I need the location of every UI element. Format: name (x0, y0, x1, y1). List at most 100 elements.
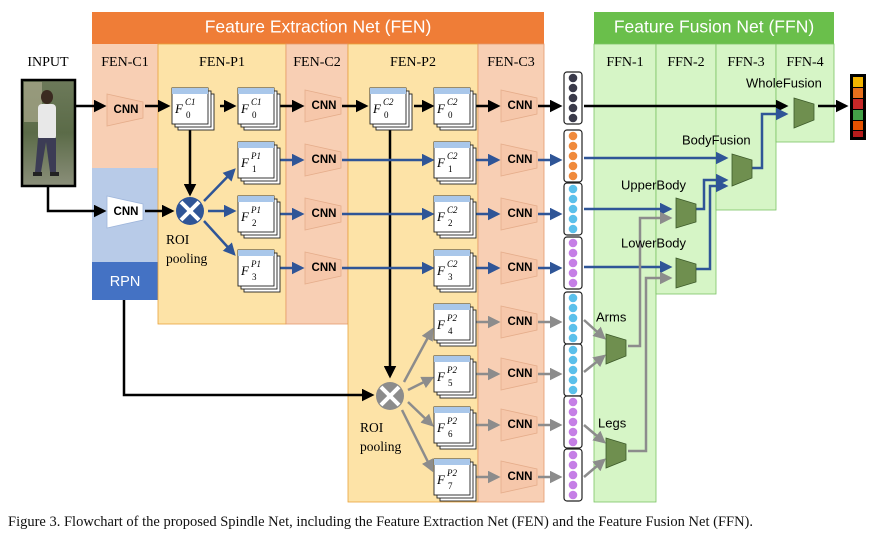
vector-element (568, 151, 578, 161)
svg-text:CNN: CNN (114, 104, 139, 116)
feature-label-sup: C2 (447, 97, 458, 107)
feature-label-sub: 2 (252, 218, 257, 228)
cnn-block-c3-1: CNN (500, 143, 538, 177)
feature-label: F (436, 155, 446, 170)
label-lowerbody: LowerBody (621, 235, 687, 250)
svg-text:CNN: CNN (508, 208, 533, 220)
cnn-block-c3-2: CNN (500, 197, 538, 231)
vector-element (568, 417, 578, 427)
feature-label-sup: C2 (383, 97, 394, 107)
col-fen-c2: FEN-C2 (293, 55, 340, 70)
figure-caption: Figure 3. Flowchart of the proposed Spin… (8, 514, 753, 530)
fusion-units (605, 97, 815, 469)
feature-label-sup: P1 (250, 259, 261, 269)
vector-element (568, 113, 578, 123)
col-fen-p2: FEN-P2 (390, 55, 436, 70)
vector-element (568, 103, 578, 113)
gray-arrows (400, 211, 673, 484)
vector-part-4 (563, 291, 583, 345)
feature-label-sub: 7 (448, 481, 453, 491)
feature-label-sub: 5 (448, 378, 453, 388)
vector-element (568, 141, 578, 151)
feature-label-sup: C2 (447, 205, 458, 215)
vector-element (568, 258, 578, 268)
feature-label-sup: P2 (446, 468, 457, 478)
feature-label-sub: 6 (448, 429, 453, 439)
vector-element (568, 73, 578, 83)
vector-element (568, 365, 578, 375)
fusion-whole (793, 97, 815, 129)
vector-element (568, 238, 578, 248)
input-image (20, 78, 77, 188)
feature-label-sub: 3 (252, 272, 257, 282)
roi-label-2-line2: pooling (360, 439, 402, 454)
label-bodyfusion: BodyFusion (682, 132, 751, 147)
cnn-block-c3-3: CNN (500, 251, 538, 285)
feature-label-sup: P2 (446, 313, 457, 323)
vector-element (568, 333, 578, 343)
cnn-block-c1: CNN (106, 93, 144, 127)
feature-label: F (436, 369, 446, 384)
svg-text:CNN: CNN (312, 154, 337, 166)
feature-label-sup: P2 (446, 365, 457, 375)
vector-element (568, 437, 578, 447)
vector-element (568, 303, 578, 313)
feature-label-sub: 4 (448, 326, 453, 336)
svg-text:CNN: CNN (114, 206, 139, 218)
feature-label: F (240, 263, 250, 278)
svg-text:CNN: CNN (508, 419, 533, 431)
feature-label-sub: 0 (448, 110, 453, 120)
ffn-region (593, 12, 835, 503)
svg-text:CNN: CNN (508, 262, 533, 274)
label-arms: Arms (596, 309, 627, 324)
cnn-block-c2-0: CNN (304, 89, 342, 123)
vector-element (568, 407, 578, 417)
vector-element (568, 83, 578, 93)
roi-pooling-2 (376, 382, 404, 410)
input-label: INPUT (27, 55, 69, 70)
main-path-arrows (46, 99, 849, 402)
feature-label-sub: 0 (186, 110, 191, 120)
vector-element (568, 397, 578, 407)
rpn-box (92, 262, 158, 300)
vector-element (568, 224, 578, 234)
vector-part-7 (563, 448, 583, 502)
vector-element (568, 93, 578, 103)
feature-label-sub: 1 (252, 164, 257, 174)
col-ffn-1: FFN-1 (606, 55, 643, 70)
roi-label-1-line1: ROI (166, 232, 190, 247)
vector-element (568, 490, 578, 500)
feature-vectors (563, 71, 583, 502)
vector-element (568, 161, 578, 171)
feature-label: F (436, 472, 446, 487)
feature-label: F (240, 155, 250, 170)
vector-element (568, 470, 578, 480)
feature-label-sub: 1 (448, 164, 453, 174)
feature-label-sup: C2 (447, 259, 458, 269)
cnn-block-c2-1: CNN (304, 143, 342, 177)
ffn-title: Feature Fusion Net (FFN) (614, 17, 814, 37)
cnn-blocks: CNN CNN CNN CNN CNN CNN CNN CNN CNN CNN … (106, 89, 538, 494)
vector-part-5 (563, 343, 583, 397)
fusion-lowerbody (675, 257, 697, 289)
cnn-block-rpn: CNN (106, 195, 144, 229)
fusion-upperbody (675, 197, 697, 229)
col-ffn-4: FFN-4 (786, 55, 823, 70)
vector-element (568, 345, 578, 355)
spindle-net-diagram: Feature Extraction Net (FEN) Feature Fus… (20, 12, 866, 503)
ffn-2-bg (655, 43, 717, 295)
label-upperbody: UpperBody (621, 177, 687, 192)
feature-label-sub: 2 (448, 218, 453, 228)
vector-element (568, 171, 578, 181)
rpn-label: RPN (110, 274, 141, 290)
vector-part-1 (563, 129, 583, 183)
feature-label: F (436, 263, 446, 278)
